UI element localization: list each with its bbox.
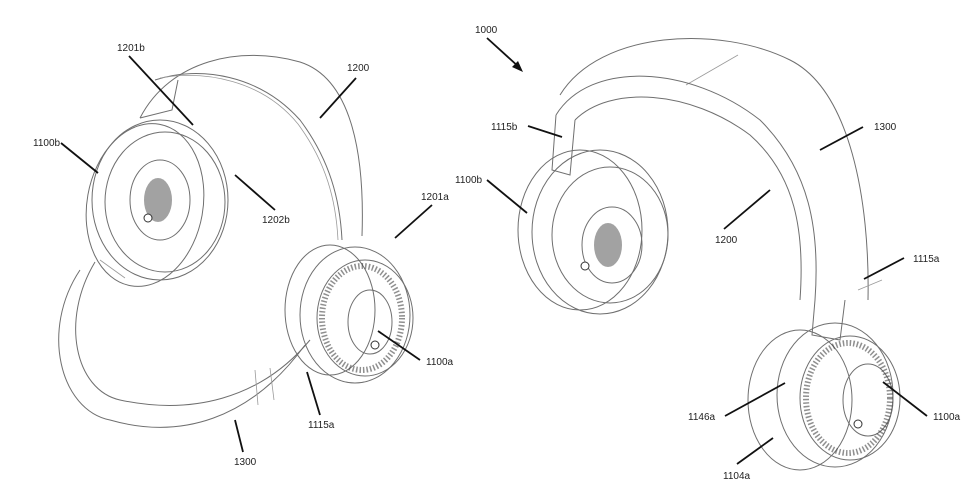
ear-cup-1100a-right [747, 322, 901, 471]
ear-cup-1100b [85, 119, 229, 287]
headband-arc [555, 75, 817, 301]
cushion-outer [559, 38, 869, 301]
label-1100b: 1100b [33, 138, 61, 149]
label-1115b: 1115b [491, 122, 518, 133]
label-1202b: 1202b [262, 215, 290, 226]
cushion-seam [685, 54, 883, 291]
headband-outer [139, 54, 363, 237]
headband-slider [139, 79, 179, 119]
label-1146a: 1146a [688, 412, 716, 423]
mesh-pattern [319, 263, 405, 373]
label-1100a: 1100a [426, 357, 454, 368]
mesh-pattern [803, 340, 893, 456]
slider-1115a [811, 299, 846, 341]
ear-cup-1100b-right [517, 149, 669, 315]
label-1000: 1000 [475, 25, 498, 36]
slider-1115b [551, 114, 576, 176]
label-1300: 1300 [234, 457, 257, 468]
left-headphone-view: 1201b 1200 1100b 1202b 1201a 1100a 1115a… [33, 43, 454, 468]
headband-inner-edge [159, 75, 339, 241]
label-1115a-right: 1115a [913, 254, 940, 265]
label-1104a: 1104a [723, 471, 751, 482]
right-headphone-view: 1000 1115b 1300 1100b 1200 1115a 1146a 1… [455, 25, 961, 482]
headband-inner [154, 73, 343, 241]
label-1201a: 1201a [421, 192, 449, 203]
lower-band-seam [99, 259, 275, 406]
label-1200-right: 1200 [715, 235, 738, 246]
lower-band-inner [75, 261, 311, 406]
label-1100b-right: 1100b [455, 175, 483, 186]
label-1100a-right: 1100a [933, 412, 961, 423]
label-1115a: 1115a [308, 420, 335, 431]
label-1300-right: 1300 [874, 122, 897, 133]
lower-band-outer [58, 269, 306, 428]
ear-cup-1100a [284, 244, 414, 384]
label-1200: 1200 [347, 63, 370, 74]
headband-arc-inner [574, 96, 802, 301]
label-1201b: 1201b [117, 43, 145, 54]
